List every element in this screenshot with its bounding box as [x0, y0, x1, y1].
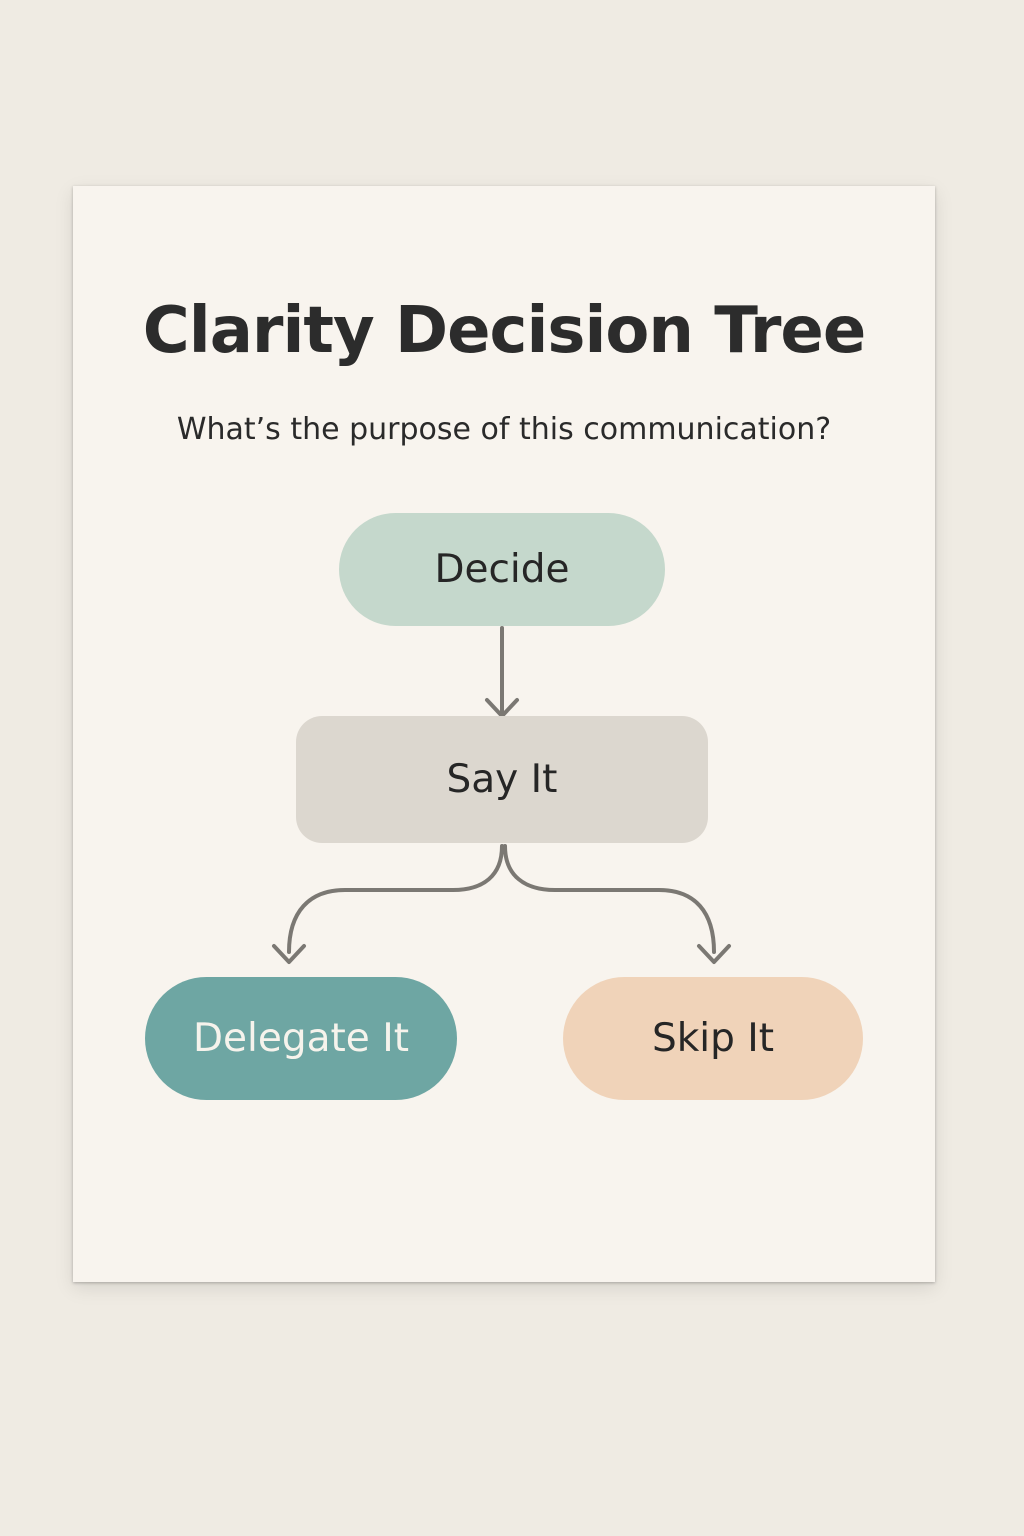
- node-delegate-it-label: Delegate It: [193, 1016, 409, 1061]
- node-say-it: Say It: [296, 716, 708, 843]
- diagram-title: Clarity Decision Tree: [142, 294, 866, 368]
- node-decide-label: Decide: [434, 547, 570, 592]
- arrowhead-say-it-to-skip-it: [697, 944, 731, 964]
- arrow-say-it-to-delegate-it: [287, 844, 504, 954]
- arrow-say-it-to-skip-it: [503, 844, 716, 954]
- node-delegate-it: Delegate It: [145, 977, 457, 1100]
- arrowhead-say-it-to-delegate-it: [272, 944, 306, 964]
- node-skip-it: Skip It: [563, 977, 863, 1100]
- node-decide: Decide: [339, 513, 665, 626]
- node-say-it-label: Say It: [446, 757, 558, 802]
- node-skip-it-label: Skip It: [651, 1016, 775, 1061]
- diagram-poster: Clarity Decision Tree What’s the purpose…: [73, 186, 935, 1282]
- connector-arrows: [272, 626, 731, 964]
- diagram-subtitle: What’s the purpose of this communication…: [176, 412, 832, 447]
